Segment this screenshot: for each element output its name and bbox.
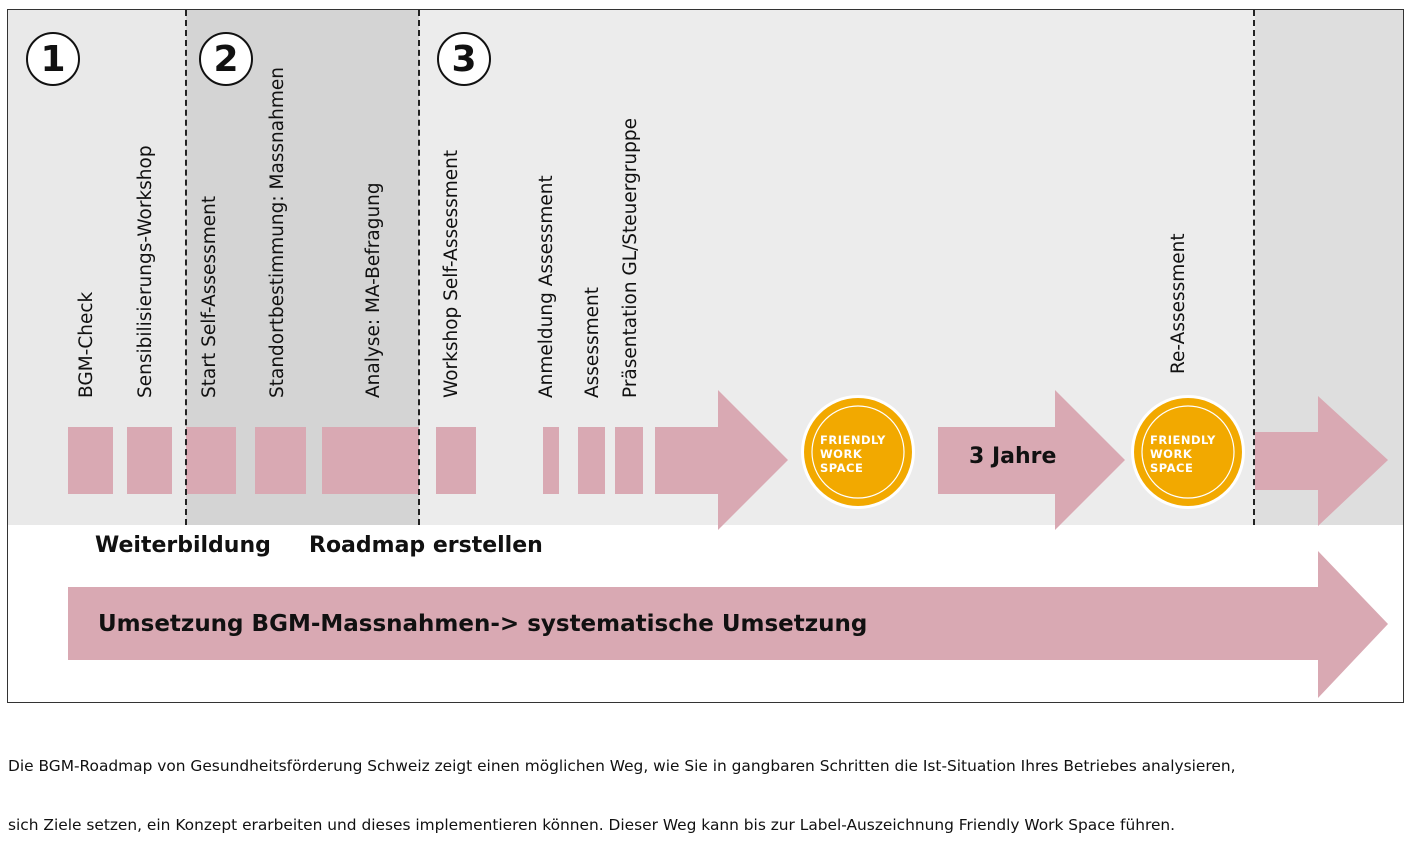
- phase-3-arrow: [655, 390, 788, 530]
- step-block-anmeldung: [543, 427, 559, 494]
- step-block-ma-befragung: [322, 427, 419, 494]
- implementation-arrow: [68, 551, 1388, 698]
- badge-1-text: FRIENDLY WORK SPACE: [820, 433, 886, 475]
- phase-divider-3-future: [1253, 10, 1255, 525]
- step-label-assessment: Assessment: [582, 287, 603, 398]
- step-label-ma-befragung: Analyse: MA-Befragung: [363, 182, 384, 398]
- interval-label: 3 Jahre: [969, 444, 1057, 469]
- step-block-workshop: [436, 427, 476, 494]
- training-label: Weiterbildung: [95, 533, 271, 558]
- implementation-label: Umsetzung BGM-Massnahmen-> systematische…: [98, 611, 868, 637]
- future-arrow: [1255, 396, 1388, 526]
- badge-2-line-3: SPACE: [1150, 461, 1194, 475]
- badge-2-line-2: WORK: [1150, 447, 1193, 461]
- step-block-standortbestimmung: [255, 427, 306, 494]
- caption-line-2: sich Ziele setzen, ein Konzept erarbeite…: [8, 815, 1176, 834]
- step-block-bgm-check: [68, 427, 113, 494]
- badge-2-line-1: FRIENDLY: [1150, 433, 1216, 447]
- roadmap-label: Roadmap erstellen: [309, 533, 543, 558]
- badge-1-line-1: FRIENDLY: [820, 433, 886, 447]
- badge-1-line-3: SPACE: [820, 461, 864, 475]
- step-label-bgm-check: BGM-Check: [76, 291, 97, 398]
- phase-number-3: 3: [437, 32, 491, 86]
- step-block-sensibilisierung: [127, 427, 172, 494]
- step-label-anmeldung: Anmeldung Assessment: [536, 175, 557, 398]
- friendly-work-space-badge-1: [801, 395, 915, 509]
- step-label-re-assessment: Re-Assessment: [1168, 233, 1189, 374]
- step-block-start-self-assessment: [186, 427, 236, 494]
- badge-2-text: FRIENDLY WORK SPACE: [1150, 433, 1216, 475]
- phase-divider-2-3: [418, 10, 420, 525]
- step-label-sensibilisierung: Sensibilisierungs-Workshop: [135, 145, 156, 398]
- step-block-assessment: [578, 427, 605, 494]
- badge-1-line-2: WORK: [820, 447, 863, 461]
- step-label-praesentation: Präsentation GL/Steuergruppe: [620, 117, 641, 398]
- step-label-standortbestimmung: Standortbestimmung: Massnahmen: [267, 67, 288, 398]
- interval-arrow: [938, 390, 1125, 530]
- caption-line-1: Die BGM-Roadmap von Gesundheitsförderung…: [8, 757, 1236, 775]
- caption: Die BGM-Roadmap von Gesundheitsförderung…: [8, 718, 1235, 855]
- phase-divider-1-2: [185, 10, 187, 525]
- roadmap-graphics: [68, 390, 1388, 698]
- phase-number-2: 2: [199, 32, 253, 86]
- phase-number-1: 1: [26, 32, 80, 86]
- step-label-workshop: Workshop Self-Assessment: [441, 149, 462, 398]
- step-block-praesentation: [615, 427, 643, 494]
- step-label-start-self-assessment: Start Self-Assessment: [199, 195, 220, 398]
- friendly-work-space-badge-2: [1131, 395, 1245, 509]
